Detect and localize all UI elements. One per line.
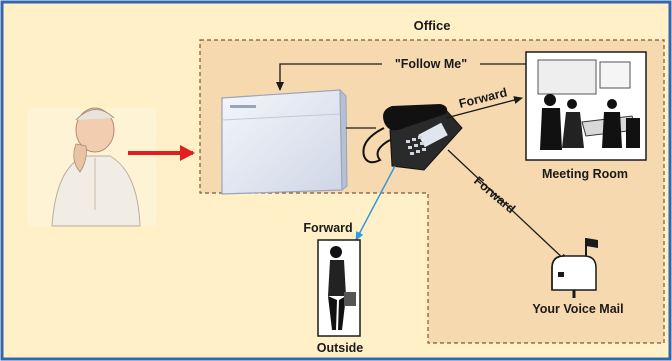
outside-person-icon bbox=[317, 239, 361, 337]
meeting-room-icon bbox=[525, 51, 647, 161]
voice-mail-label: Your Voice Mail bbox=[532, 302, 623, 316]
mailbox-icon bbox=[551, 238, 598, 298]
follow-me-label: "Follow Me" bbox=[395, 57, 467, 71]
caller-person-icon bbox=[28, 107, 156, 227]
meeting-room-label: Meeting Room bbox=[542, 167, 628, 181]
forward-outside-label: Forward bbox=[303, 221, 352, 235]
office-label: Office bbox=[414, 18, 451, 33]
outside-label: Outside bbox=[317, 341, 364, 355]
forward-voicemail-arrow bbox=[447, 149, 568, 263]
forward-outside-arrow bbox=[355, 165, 396, 241]
follow-me-label-bg bbox=[382, 54, 480, 72]
desk-phone-icon bbox=[362, 104, 463, 171]
pbx-unit-icon bbox=[221, 88, 348, 195]
forward-meeting-arrow bbox=[445, 96, 523, 119]
